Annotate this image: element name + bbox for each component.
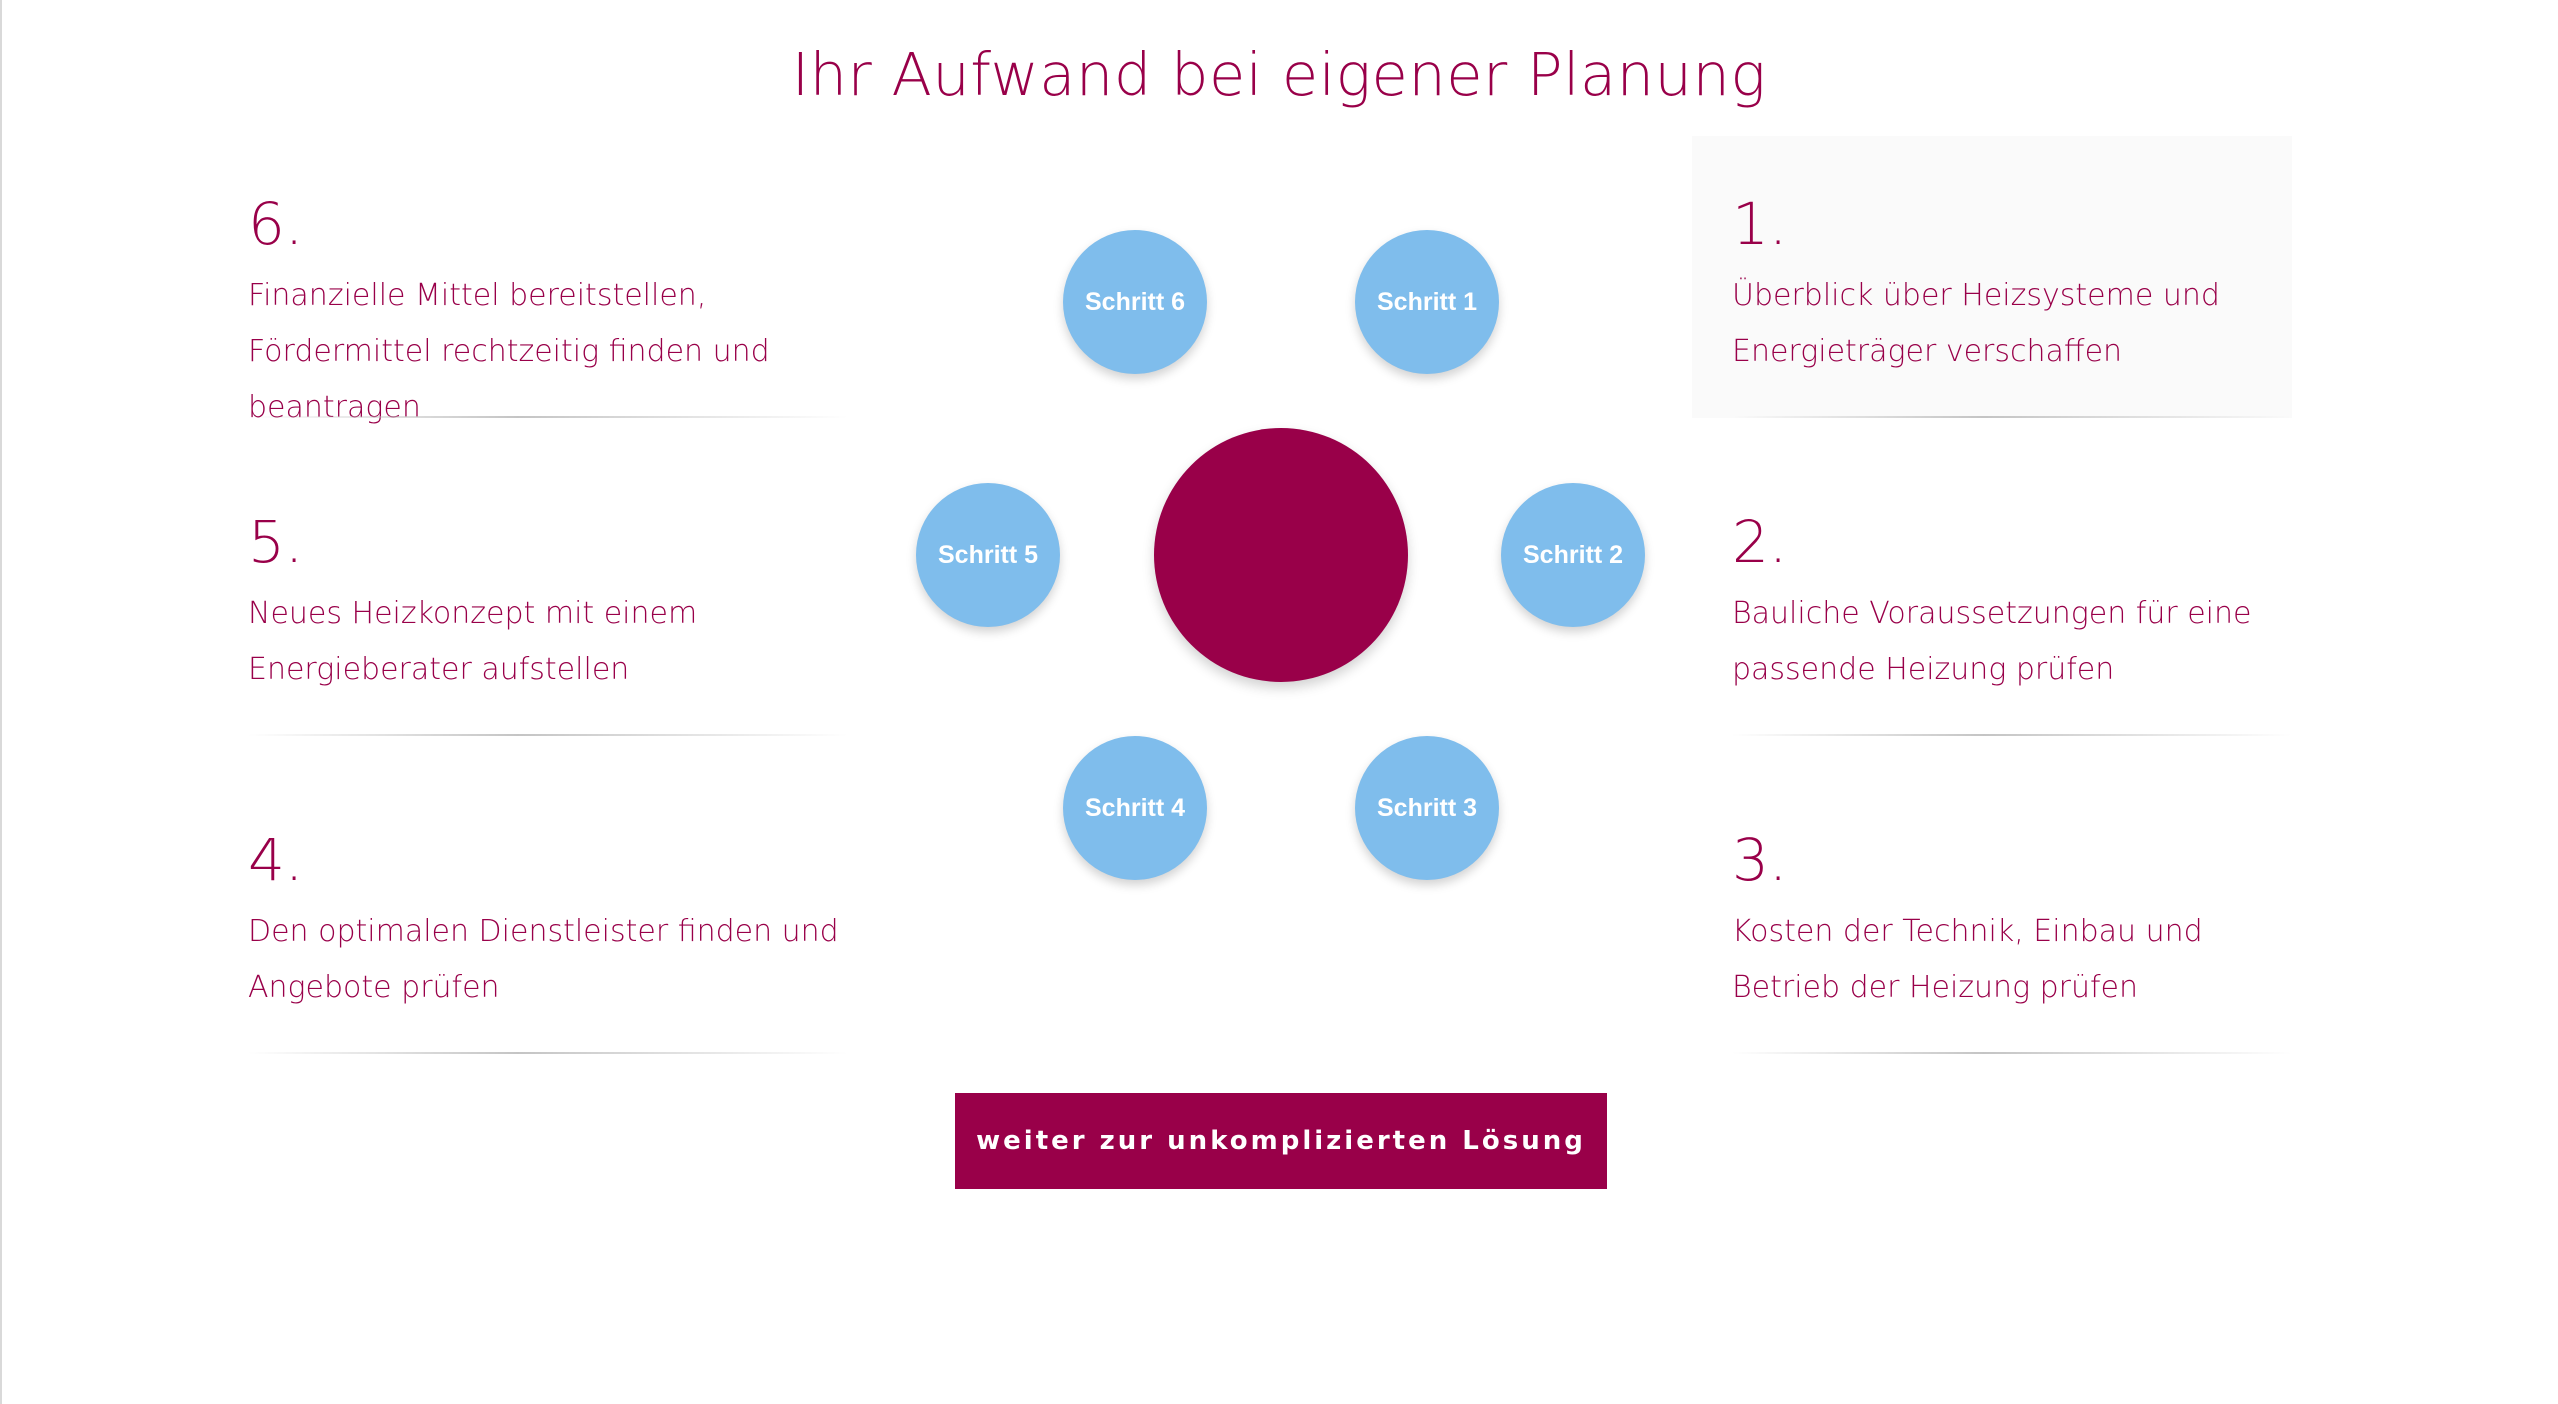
page-title: Ihr Aufwand bei eigener Planung bbox=[791, 40, 1767, 109]
cta-button[interactable]: weiter zur unkomplizierten Lösung bbox=[955, 1093, 1607, 1189]
step-description: Finanzielle Mittel bereitstellen, Förder… bbox=[248, 278, 770, 425]
step-number: 6. bbox=[248, 190, 304, 258]
step-5: 5. Neues Heizkonzept mit einem Energiebe… bbox=[248, 458, 848, 778]
bubble-step-6[interactable]: Schritt 6 bbox=[1063, 230, 1207, 374]
bubble-step-1[interactable]: Schritt 1 bbox=[1355, 230, 1499, 374]
step-number: 1. bbox=[1732, 190, 1788, 258]
step-number: 2. bbox=[1732, 508, 1788, 576]
bubble-step-4[interactable]: Schritt 4 bbox=[1063, 736, 1207, 880]
divider bbox=[1732, 416, 2292, 418]
step-3: 3. Kosten der Technik, Einbau und Betrie… bbox=[1692, 776, 2292, 1096]
bubble-step-2[interactable]: Schritt 2 bbox=[1501, 483, 1645, 627]
step-description: Den optimalen Dienstleister finden und A… bbox=[248, 914, 839, 1005]
step-number: 3. bbox=[1732, 826, 1788, 894]
step-description: Kosten der Technik, Einbau und Betrieb d… bbox=[1732, 914, 2203, 1005]
step-description: Überblick über Heizsysteme und Energietr… bbox=[1732, 278, 2220, 369]
step-description: Neues Heizkonzept mit einem Energieberat… bbox=[248, 596, 698, 687]
divider bbox=[1732, 734, 2292, 736]
bubble-step-3[interactable]: Schritt 3 bbox=[1355, 736, 1499, 880]
divider bbox=[248, 734, 848, 736]
step-1: 1. Überblick über Heizsysteme und Energi… bbox=[1692, 136, 2292, 418]
step-number: 4. bbox=[248, 826, 304, 894]
bubble-step-5[interactable]: Schritt 5 bbox=[916, 483, 1060, 627]
divider bbox=[1732, 1052, 2292, 1054]
step-number: 5. bbox=[248, 508, 304, 576]
step-4: 4. Den optimalen Dienstleister finden un… bbox=[248, 776, 848, 1096]
step-description: Bauliche Voraussetzungen für eine passen… bbox=[1732, 596, 2252, 687]
center-circle bbox=[1154, 428, 1408, 682]
divider bbox=[248, 416, 848, 418]
step-2: 2. Bauliche Voraussetzungen für eine pas… bbox=[1692, 458, 2292, 778]
step-6: 6. Finanzielle Mittel bereitstellen, För… bbox=[248, 140, 848, 460]
divider bbox=[248, 1052, 848, 1054]
